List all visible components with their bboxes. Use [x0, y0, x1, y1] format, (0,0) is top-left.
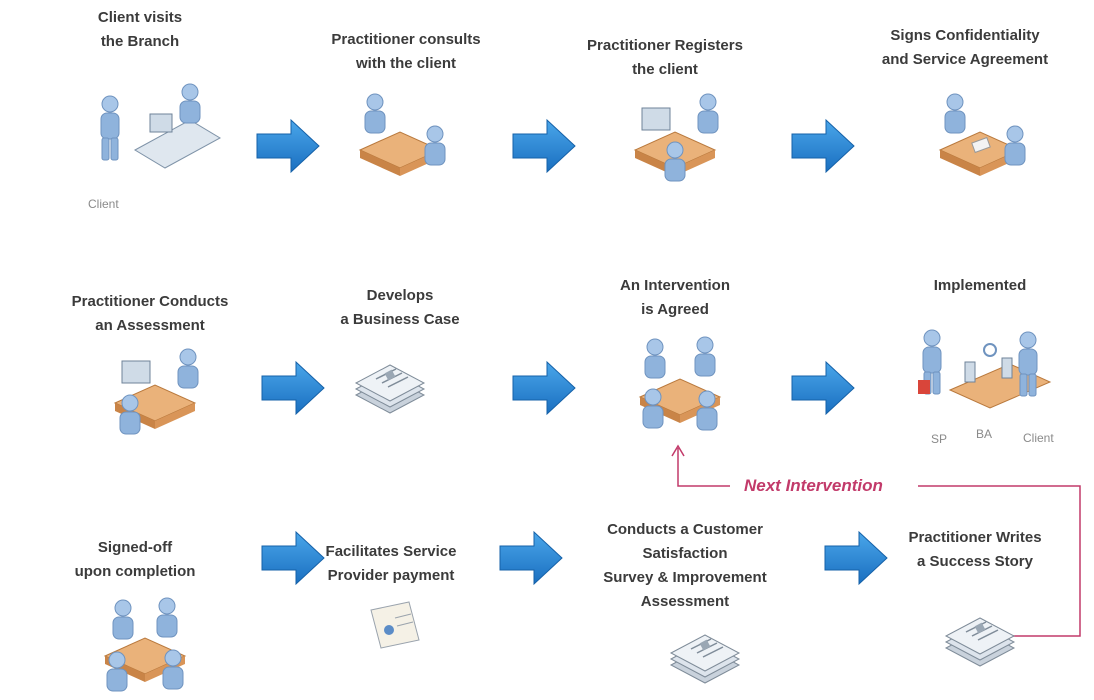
client-at-counter-icon — [100, 83, 222, 169]
flow-arrow-9 — [824, 531, 888, 585]
success-story-documents-icon — [945, 617, 1015, 667]
implementation-scene-icon — [918, 329, 1052, 409]
assessment-desk-icon — [114, 348, 199, 435]
client-label: Client — [88, 197, 119, 211]
next-intervention-label: Next Intervention — [744, 476, 883, 495]
flow-arrow-7 — [261, 531, 325, 585]
signing-agreement-icon — [939, 93, 1026, 177]
registration-desk-icon — [634, 93, 719, 182]
step-implemented: Implemented — [933, 277, 1027, 294]
survey-documents-icon — [670, 634, 740, 684]
payment-certificate-icon — [370, 601, 420, 649]
ba-label: BA — [976, 427, 993, 441]
sp-label: SP — [931, 432, 948, 446]
flow-arrow-8 — [499, 531, 563, 585]
sign-off-meeting-icon — [104, 597, 186, 692]
client-label-2: Client — [1023, 431, 1054, 445]
